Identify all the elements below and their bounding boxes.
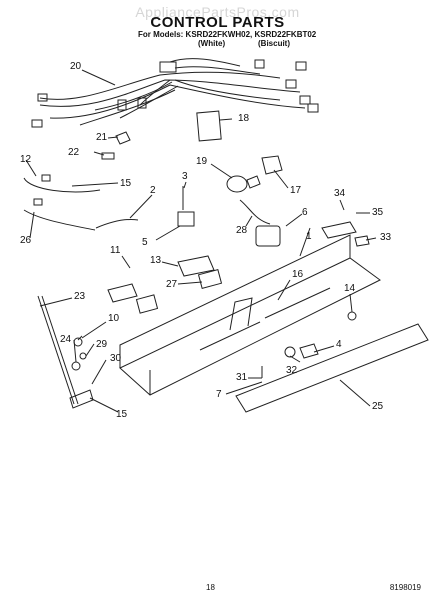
callout-35: 35 [372,207,384,218]
callout-32: 32 [286,365,298,376]
callout-16: 16 [292,269,304,280]
clip-drawing [115,131,131,145]
front-panel-drawing [235,323,429,413]
light-bulb-drawing [226,175,248,193]
callout-28: 28 [236,225,248,236]
callout-24: 24 [60,334,72,345]
callout-26: 26 [20,235,32,246]
callout-3: 3 [182,171,188,182]
page-number: 18 [206,583,215,592]
callout-18: 18 [238,113,250,124]
tab-drawing [69,389,94,409]
bracket-left-drawing [107,283,138,303]
plate-drawing [196,110,222,142]
callout-21: 21 [96,132,108,143]
callout-5: 5 [142,237,148,248]
watermark: AppliancePartsPros.com [135,4,300,20]
light-socket-drawing [261,155,283,175]
long-bar-drawing [37,295,75,405]
callout-29: 29 [96,339,108,350]
callout-9: 10 [108,313,120,324]
connector-drawing [101,152,115,160]
document-number: 8198019 [389,583,421,592]
callout-10: 11 [110,245,121,256]
callout-11: 12 [20,154,32,165]
small-harness-drawing [239,199,271,225]
callout-6: 6 [302,207,308,218]
callout-31: 31 [236,372,248,383]
page-title: CONTROL PARTS [150,14,285,31]
variant-biscuit: (Biscuit) [258,39,290,48]
sensor-wire-drawing [23,177,101,193]
control-housing-drawing [119,234,381,396]
callout-19: 19 [196,156,208,167]
callout-13: 14 [344,283,356,294]
knob-drawing [299,343,319,359]
callout-34: 34 [334,188,346,199]
callout-33: 33 [380,232,392,243]
tube-drawing [95,219,139,229]
callout-15: 15 [116,409,128,420]
callout-2: 2 [150,185,156,196]
callout-20: 20 [70,61,82,72]
timer-drawing [255,225,281,247]
model-numbers: For Models: KSRD22FKWH02, KSRD22FKBT02 [138,30,317,39]
switch-drawing [177,211,195,227]
bracket-drawing [321,221,357,239]
callout-22: 22 [68,147,80,158]
callout-1: 1 [306,231,312,242]
callout-14: 15 [120,178,132,189]
callout-12: 13 [150,255,162,266]
callout-30: 30 [110,353,122,364]
callout-27: 27 [166,279,178,290]
callout-7: 7 [216,389,222,400]
variant-white: (White) [198,39,226,48]
callout-25: 25 [372,401,384,412]
cover-drawing [177,255,215,277]
callout-4: 4 [336,339,342,350]
callout-17: 17 [290,185,302,196]
callout-23: 23 [74,291,86,302]
wire-harness-drawing [31,58,319,128]
